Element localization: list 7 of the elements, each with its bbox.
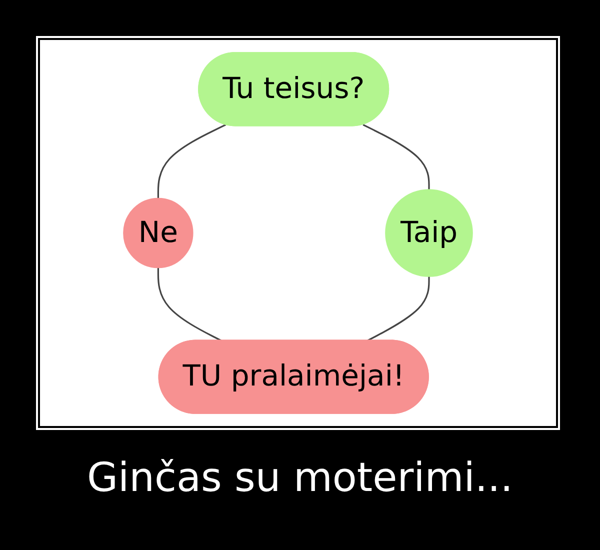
node-circle: Taip bbox=[385, 189, 473, 277]
connector bbox=[362, 124, 430, 190]
node-circle: Ne bbox=[123, 198, 194, 268]
connector bbox=[157, 124, 226, 199]
caption: Ginčas su moterimi... bbox=[87, 455, 513, 501]
connector bbox=[366, 276, 430, 342]
connector bbox=[157, 267, 224, 342]
